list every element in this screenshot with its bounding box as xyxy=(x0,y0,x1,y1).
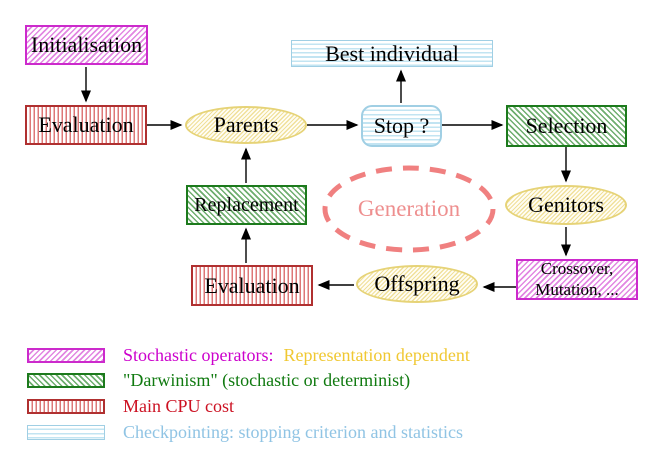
node-selection: Selection xyxy=(506,105,627,147)
legend-label-representation-dependent: Representation dependent xyxy=(283,344,470,365)
legend-label-darwinism: "Darwinism" (stochastic or determinist) xyxy=(123,369,411,390)
node-stop: Stop ? xyxy=(361,105,442,147)
legend-row-darwinism: "Darwinism" (stochastic or determinist) xyxy=(27,369,411,390)
node-offspring: Offspring xyxy=(356,265,478,303)
node-replacement: Replacement xyxy=(186,185,307,225)
legend-row-stochastic-operators: Stochastic operators: Representation dep… xyxy=(27,344,470,365)
legend-label-checkpointing: Checkpointing: stopping criterion and st… xyxy=(123,421,463,442)
crossover-line: Crossover, xyxy=(540,259,614,279)
generation-loop-label: Generation xyxy=(357,196,461,221)
legend-swatch-red-stripes xyxy=(27,398,105,414)
node-parents: Parents xyxy=(185,106,307,144)
node-crossover-mutation: Crossover, Mutation, ... xyxy=(516,259,638,300)
node-initialisation: Initialisation xyxy=(25,25,148,65)
node-evaluation-bottom: Evaluation xyxy=(191,265,313,306)
node-evaluation-top: Evaluation xyxy=(25,105,147,145)
legend-swatch-cyan-stripes xyxy=(27,424,105,440)
legend-label-main-cpu-cost: Main CPU cost xyxy=(123,395,235,416)
mutation-line: Mutation, ... xyxy=(535,279,619,299)
legend-swatch-green-hatch xyxy=(27,372,105,388)
legend-row-main-cpu-cost: Main CPU cost xyxy=(27,395,235,416)
node-best-individual: Best individual xyxy=(291,40,493,67)
node-genitors: Genitors xyxy=(505,185,627,225)
legend-label-stochastic-operators: Stochastic operators: xyxy=(123,344,274,365)
legend-row-checkpointing: Checkpointing: stopping criterion and st… xyxy=(27,421,463,442)
legend-swatch-magenta-hatch xyxy=(27,347,105,363)
